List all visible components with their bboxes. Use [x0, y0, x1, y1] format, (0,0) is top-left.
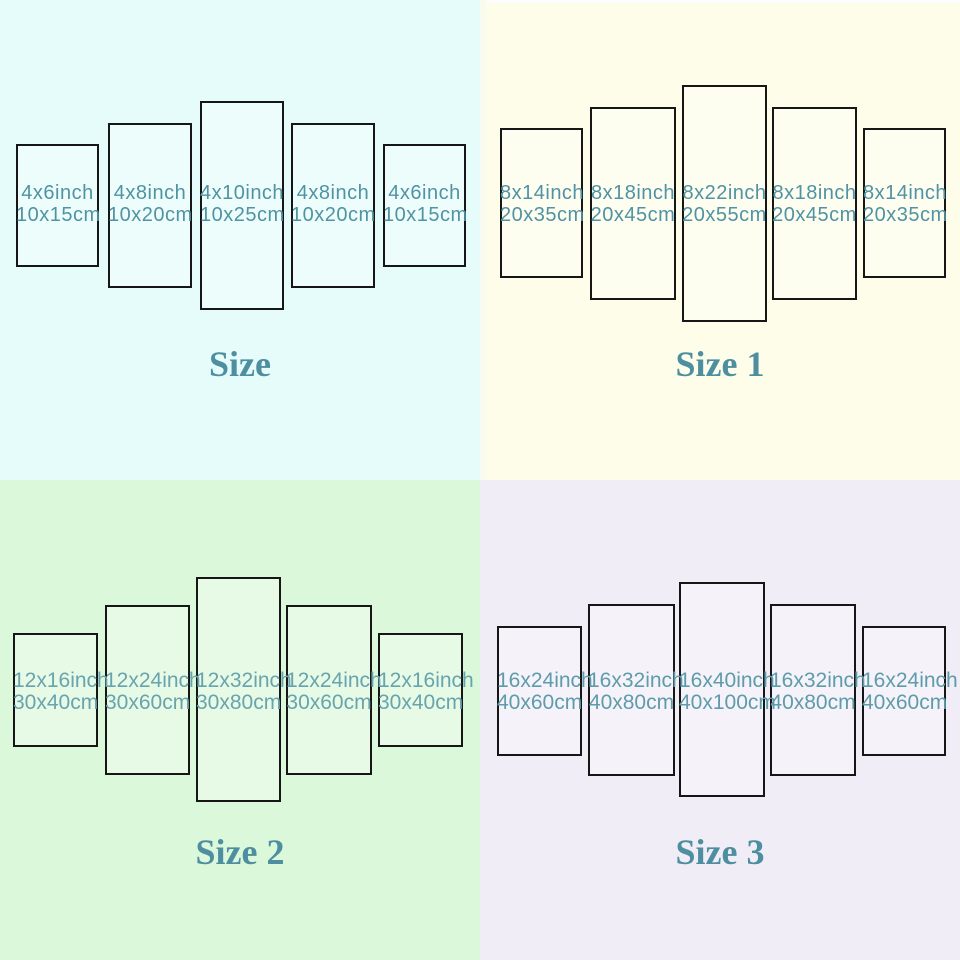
canvas-panel: [383, 144, 466, 267]
size-chart-title: Size: [209, 344, 271, 384]
canvas-panel: [682, 85, 767, 322]
size-chart-title: Size 1: [675, 344, 765, 384]
size-chart-title: Size 3: [675, 832, 765, 872]
canvas-panel: [13, 633, 98, 747]
canvas-panel: [200, 101, 284, 310]
canvas-panel: [772, 107, 857, 300]
canvas-panel: [196, 577, 281, 802]
canvas-panel: [862, 626, 946, 756]
quadrant-size-1: 8x14inch 20x35cm 8x18inch 20x45cm 8x22in…: [480, 0, 960, 480]
canvas-panel: [16, 144, 99, 267]
canvas-panel: [590, 107, 676, 300]
quadrant-size-3: 16x24inch 40x60cm 16x32inch 40x80cm 16x4…: [480, 480, 960, 960]
quadrant-size: 4x6inch 10x15cm 4x8inch 10x20cm 4x10inch…: [0, 0, 480, 480]
size-chart-title: Size 2: [195, 832, 285, 872]
canvas-panel: [588, 604, 675, 776]
quadrant-size-2: 12x16inch 30x40cm 12x24inch 30x60cm 12x3…: [0, 480, 480, 960]
canvas-panel: [500, 128, 583, 278]
white-edge-artifact: [480, 0, 960, 3]
canvas-panel: [286, 605, 372, 775]
canvas-panel: [378, 633, 463, 747]
white-edge-artifact: [480, 0, 486, 480]
canvas-panel: [679, 582, 765, 797]
canvas-panel: [291, 123, 375, 288]
canvas-panel: [770, 604, 856, 776]
canvas-panel: [863, 128, 946, 278]
canvas-panel: [108, 123, 192, 288]
canvas-panel: [105, 605, 190, 775]
canvas-panel: [497, 626, 582, 756]
